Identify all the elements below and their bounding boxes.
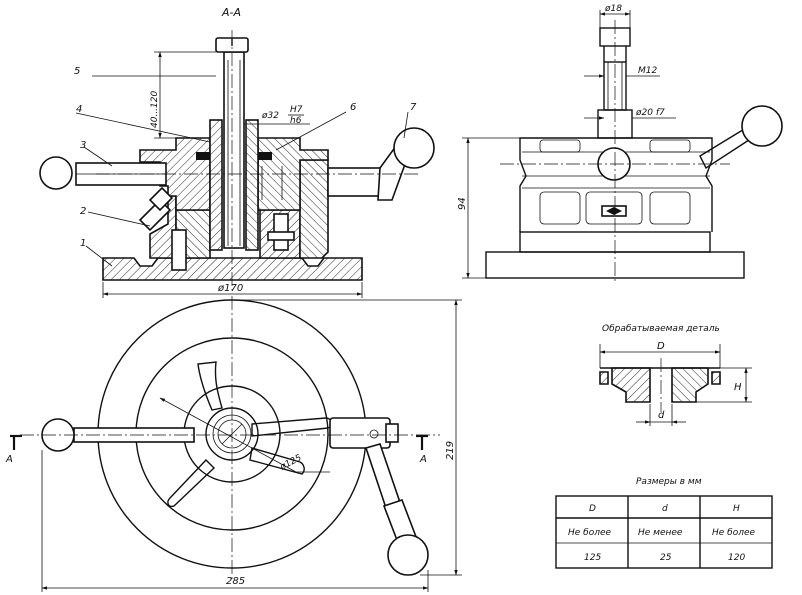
size-table: Размеры в мм D d H Не более Не менее Не … <box>555 477 773 569</box>
workpiece-label-d-inner: d <box>658 410 665 421</box>
dim-d32: ø32 <box>261 111 279 121</box>
part-number-2: 2 <box>80 206 86 217</box>
dim-d170: ø170 <box>217 283 243 294</box>
dim-285: 285 <box>226 576 245 587</box>
table-header-d-outer: D <box>589 504 596 514</box>
fit-h7: H7 <box>290 105 303 115</box>
section-mark-right: А <box>419 454 427 465</box>
table-header-h: H <box>733 504 740 514</box>
workpiece-title: Обрабатываемая деталь <box>602 324 720 334</box>
dim-d20f7: ø20 f7 <box>635 108 665 118</box>
workpiece-label-d-outer: D <box>657 341 665 352</box>
section-mark-left: А <box>5 454 13 465</box>
fit-h6: h6 <box>290 116 302 126</box>
dim-219: 219 <box>445 441 456 460</box>
plan-view: А А ø125 219 285 <box>5 296 462 592</box>
dim-40-120: 40...120 <box>150 91 160 128</box>
dim-94: 94 <box>457 197 468 210</box>
table-header-d-inner: d <box>662 504 668 514</box>
dim-d18: ø18 <box>604 4 622 14</box>
front-view: ø18 M12 ø20 f7 94 <box>457 4 783 284</box>
table-cell-r2-c1: 125 <box>584 553 601 563</box>
part-number-1: 1 <box>80 238 86 249</box>
part-number-3: 3 <box>80 140 86 151</box>
part-number-5: 5 <box>74 66 80 77</box>
workpiece-label-h: H <box>734 382 742 393</box>
dim-m12: M12 <box>638 66 657 76</box>
table-cell-r1-c2: Не менее <box>638 528 683 538</box>
table-title: Размеры в мм <box>636 477 702 487</box>
section-view-a-a: А-А <box>39 6 435 298</box>
table-cell-r1-c1: Не более <box>568 528 612 538</box>
part-number-4: 4 <box>76 104 82 115</box>
section-label: А-А <box>221 6 241 19</box>
table-cell-r2-c3: 120 <box>728 553 745 563</box>
part-number-6: 6 <box>350 102 356 113</box>
part-number-7: 7 <box>410 102 417 113</box>
table-cell-r2-c2: 25 <box>660 553 672 563</box>
workpiece-detail: Обрабатываемая деталь D d H <box>599 324 752 426</box>
table-cell-r1-c3: Не более <box>712 528 756 538</box>
